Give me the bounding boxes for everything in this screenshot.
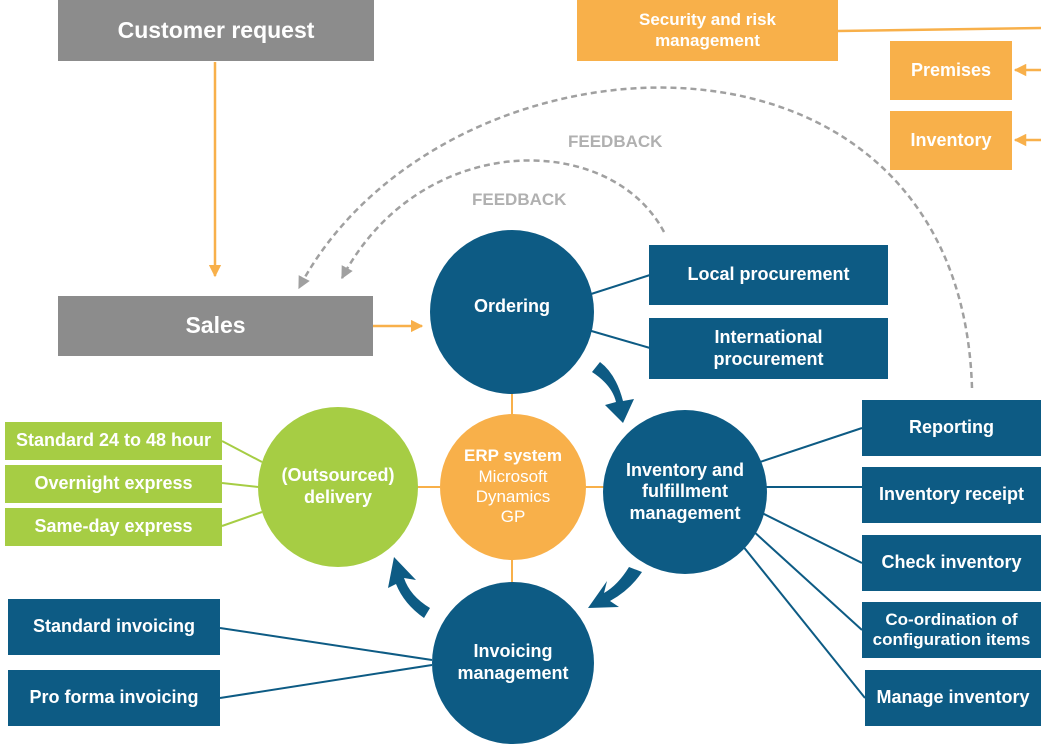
- erp-title: ERP system: [464, 446, 562, 466]
- security-box: Security and risk management: [577, 0, 838, 61]
- standard-delivery-label: Standard 24 to 48 hour: [15, 430, 212, 451]
- delivery-hub-line2: delivery: [303, 487, 373, 507]
- international-procurement-line2: procurement: [713, 348, 824, 369]
- check-inventory-label: Check inventory: [881, 552, 1022, 573]
- erp-line3: GP: [500, 507, 526, 527]
- invoicing-hub: Invoicing management: [432, 582, 594, 744]
- local-procurement-label: Local procurement: [687, 264, 850, 285]
- spoke-del-standard: [221, 440, 263, 463]
- security-inventory-label: Inventory: [910, 129, 992, 150]
- sameday-delivery-box: Same-day express: [5, 508, 222, 546]
- invoicing-hub-line2: management: [457, 663, 569, 683]
- security-inventory-box: Inventory: [890, 111, 1012, 170]
- cycle-arrow-invoicing-to-delivery: [388, 557, 430, 618]
- inventory-receipt-label: Inventory receipt: [878, 484, 1025, 505]
- reporting-box: Reporting: [862, 400, 1041, 456]
- spoke-inv-manage: [741, 544, 866, 699]
- inventory-receipt-box: Inventory receipt: [862, 467, 1041, 523]
- feedback-label-outer: FEEDBACK: [568, 132, 663, 151]
- reporting-label: Reporting: [909, 417, 994, 438]
- inventory-hub-line3: management: [629, 502, 741, 523]
- erp-line1: Microsoft: [478, 466, 548, 486]
- ordering-hub: Ordering: [430, 230, 594, 394]
- international-procurement-line1: International: [714, 326, 823, 347]
- erp-center: ERP system Microsoft Dynamics GP: [440, 414, 586, 560]
- inventory-hub-line2: fulfillment: [642, 481, 728, 502]
- sales-box: Sales: [58, 296, 373, 356]
- spoke-inv-reporting: [759, 427, 863, 463]
- premises-box: Premises: [890, 41, 1012, 100]
- overnight-delivery-label: Overnight express: [34, 473, 193, 494]
- delivery-hub: (Outsourced) delivery: [258, 407, 418, 567]
- coordination-box: Co-ordination of configuration items: [862, 602, 1041, 658]
- delivery-hub-line1: (Outsourced): [281, 465, 395, 486]
- manage-inventory-box: Manage inventory: [865, 670, 1041, 726]
- erp-line2: Dynamics: [475, 487, 551, 506]
- spoke-inv-coordination: [751, 529, 863, 631]
- spoke-del-overnight: [221, 482, 259, 488]
- premises-label: Premises: [910, 59, 992, 80]
- spoke-ordering-international: [587, 329, 651, 349]
- standard-invoicing-box: Standard invoicing: [8, 599, 220, 655]
- customer-request-box: Customer request: [58, 0, 374, 61]
- ordering-label: Ordering: [473, 296, 550, 317]
- proforma-invoicing-box: Pro forma invoicing: [8, 670, 220, 726]
- spoke-inv-standard: [219, 627, 433, 661]
- security-label-line2: management: [655, 30, 760, 50]
- local-procurement-box: Local procurement: [649, 245, 888, 305]
- standard-invoicing-label: Standard invoicing: [32, 616, 196, 637]
- manage-inventory-label: Manage inventory: [876, 687, 1030, 708]
- check-inventory-box: Check inventory: [862, 535, 1041, 591]
- spoke-inv-check: [759, 511, 863, 564]
- invoicing-hub-line1: Invoicing: [473, 641, 553, 662]
- spoke-del-sameday: [221, 511, 263, 527]
- international-procurement-box: International procurement: [649, 318, 888, 379]
- standard-delivery-box: Standard 24 to 48 hour: [5, 422, 222, 460]
- security-line: [837, 26, 1041, 33]
- spoke-ordering-local: [587, 274, 651, 296]
- cycle-arrow-ordering-to-inventory: [592, 362, 634, 423]
- security-label-line1: Security and risk: [638, 10, 776, 30]
- feedback-arc-outer: [297, 86, 974, 389]
- customer-request-label: Customer request: [117, 16, 315, 43]
- spoke-inv-proforma: [219, 664, 433, 699]
- coordination-line1: Co-ordination of: [885, 609, 1018, 629]
- inventory-hub-line1: Inventory and: [625, 459, 745, 480]
- feedback-label-inner: FEEDBACK: [472, 190, 567, 209]
- cycle-arrow-inventory-to-invoicing: [588, 567, 642, 608]
- sales-label: Sales: [185, 312, 246, 339]
- inventory-hub: Inventory and fulfillment management: [603, 410, 767, 574]
- proforma-invoicing-label: Pro forma invoicing: [29, 687, 199, 708]
- coordination-line2: configuration items: [872, 630, 1031, 649]
- overnight-delivery-box: Overnight express: [5, 465, 222, 503]
- sameday-delivery-label: Same-day express: [34, 516, 193, 537]
